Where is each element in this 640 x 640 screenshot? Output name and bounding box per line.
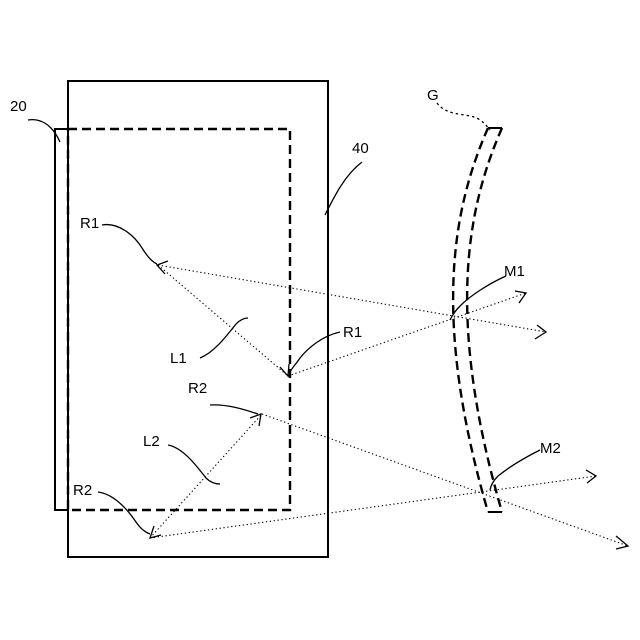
label-l1: L1	[170, 350, 187, 367]
label-r2-lower: R2	[73, 482, 92, 499]
label-r2-upper: R2	[188, 380, 207, 397]
label-r1-upper: R1	[80, 215, 99, 232]
leader-r2-upper	[210, 405, 258, 414]
ray-r2-upper	[262, 414, 628, 546]
unit-20-dashed-outline	[68, 129, 290, 510]
arrowhead-r1-source	[157, 261, 168, 274]
label-g: G	[427, 87, 439, 104]
label-m2: M2	[540, 440, 561, 457]
label-r1-lower: R1	[343, 324, 362, 341]
unit-20-solid-edge	[55, 129, 68, 510]
label-40: 40	[352, 140, 369, 157]
leader-g	[437, 103, 490, 130]
leader-40	[325, 162, 362, 215]
leader-r2-lower	[98, 492, 150, 534]
leader-r1-lower	[290, 332, 340, 372]
label-m1: M1	[504, 263, 525, 280]
arrowhead-r2-upper-end	[616, 536, 628, 549]
label-20: 20	[10, 98, 27, 115]
leader-m1	[450, 276, 506, 320]
glass-g-outer-curve	[453, 128, 488, 512]
leader-l1	[200, 318, 248, 358]
arrowhead-l1-end	[280, 364, 289, 376]
ray-r1-upper	[158, 265, 546, 332]
leader-l2	[168, 445, 220, 484]
arrowhead-l2-end	[250, 414, 261, 426]
leader-r1-upper	[102, 225, 157, 264]
glass-g-inner-curve	[467, 128, 502, 512]
arrowhead-r1-upper-end	[535, 325, 546, 339]
label-l2: L2	[143, 433, 160, 450]
leader-m2	[490, 450, 540, 490]
ray-r2-lower	[150, 476, 596, 538]
ray-l2	[150, 414, 262, 538]
ray-r1-lower	[288, 293, 526, 376]
arrowhead-r1-lower-end	[515, 291, 526, 303]
